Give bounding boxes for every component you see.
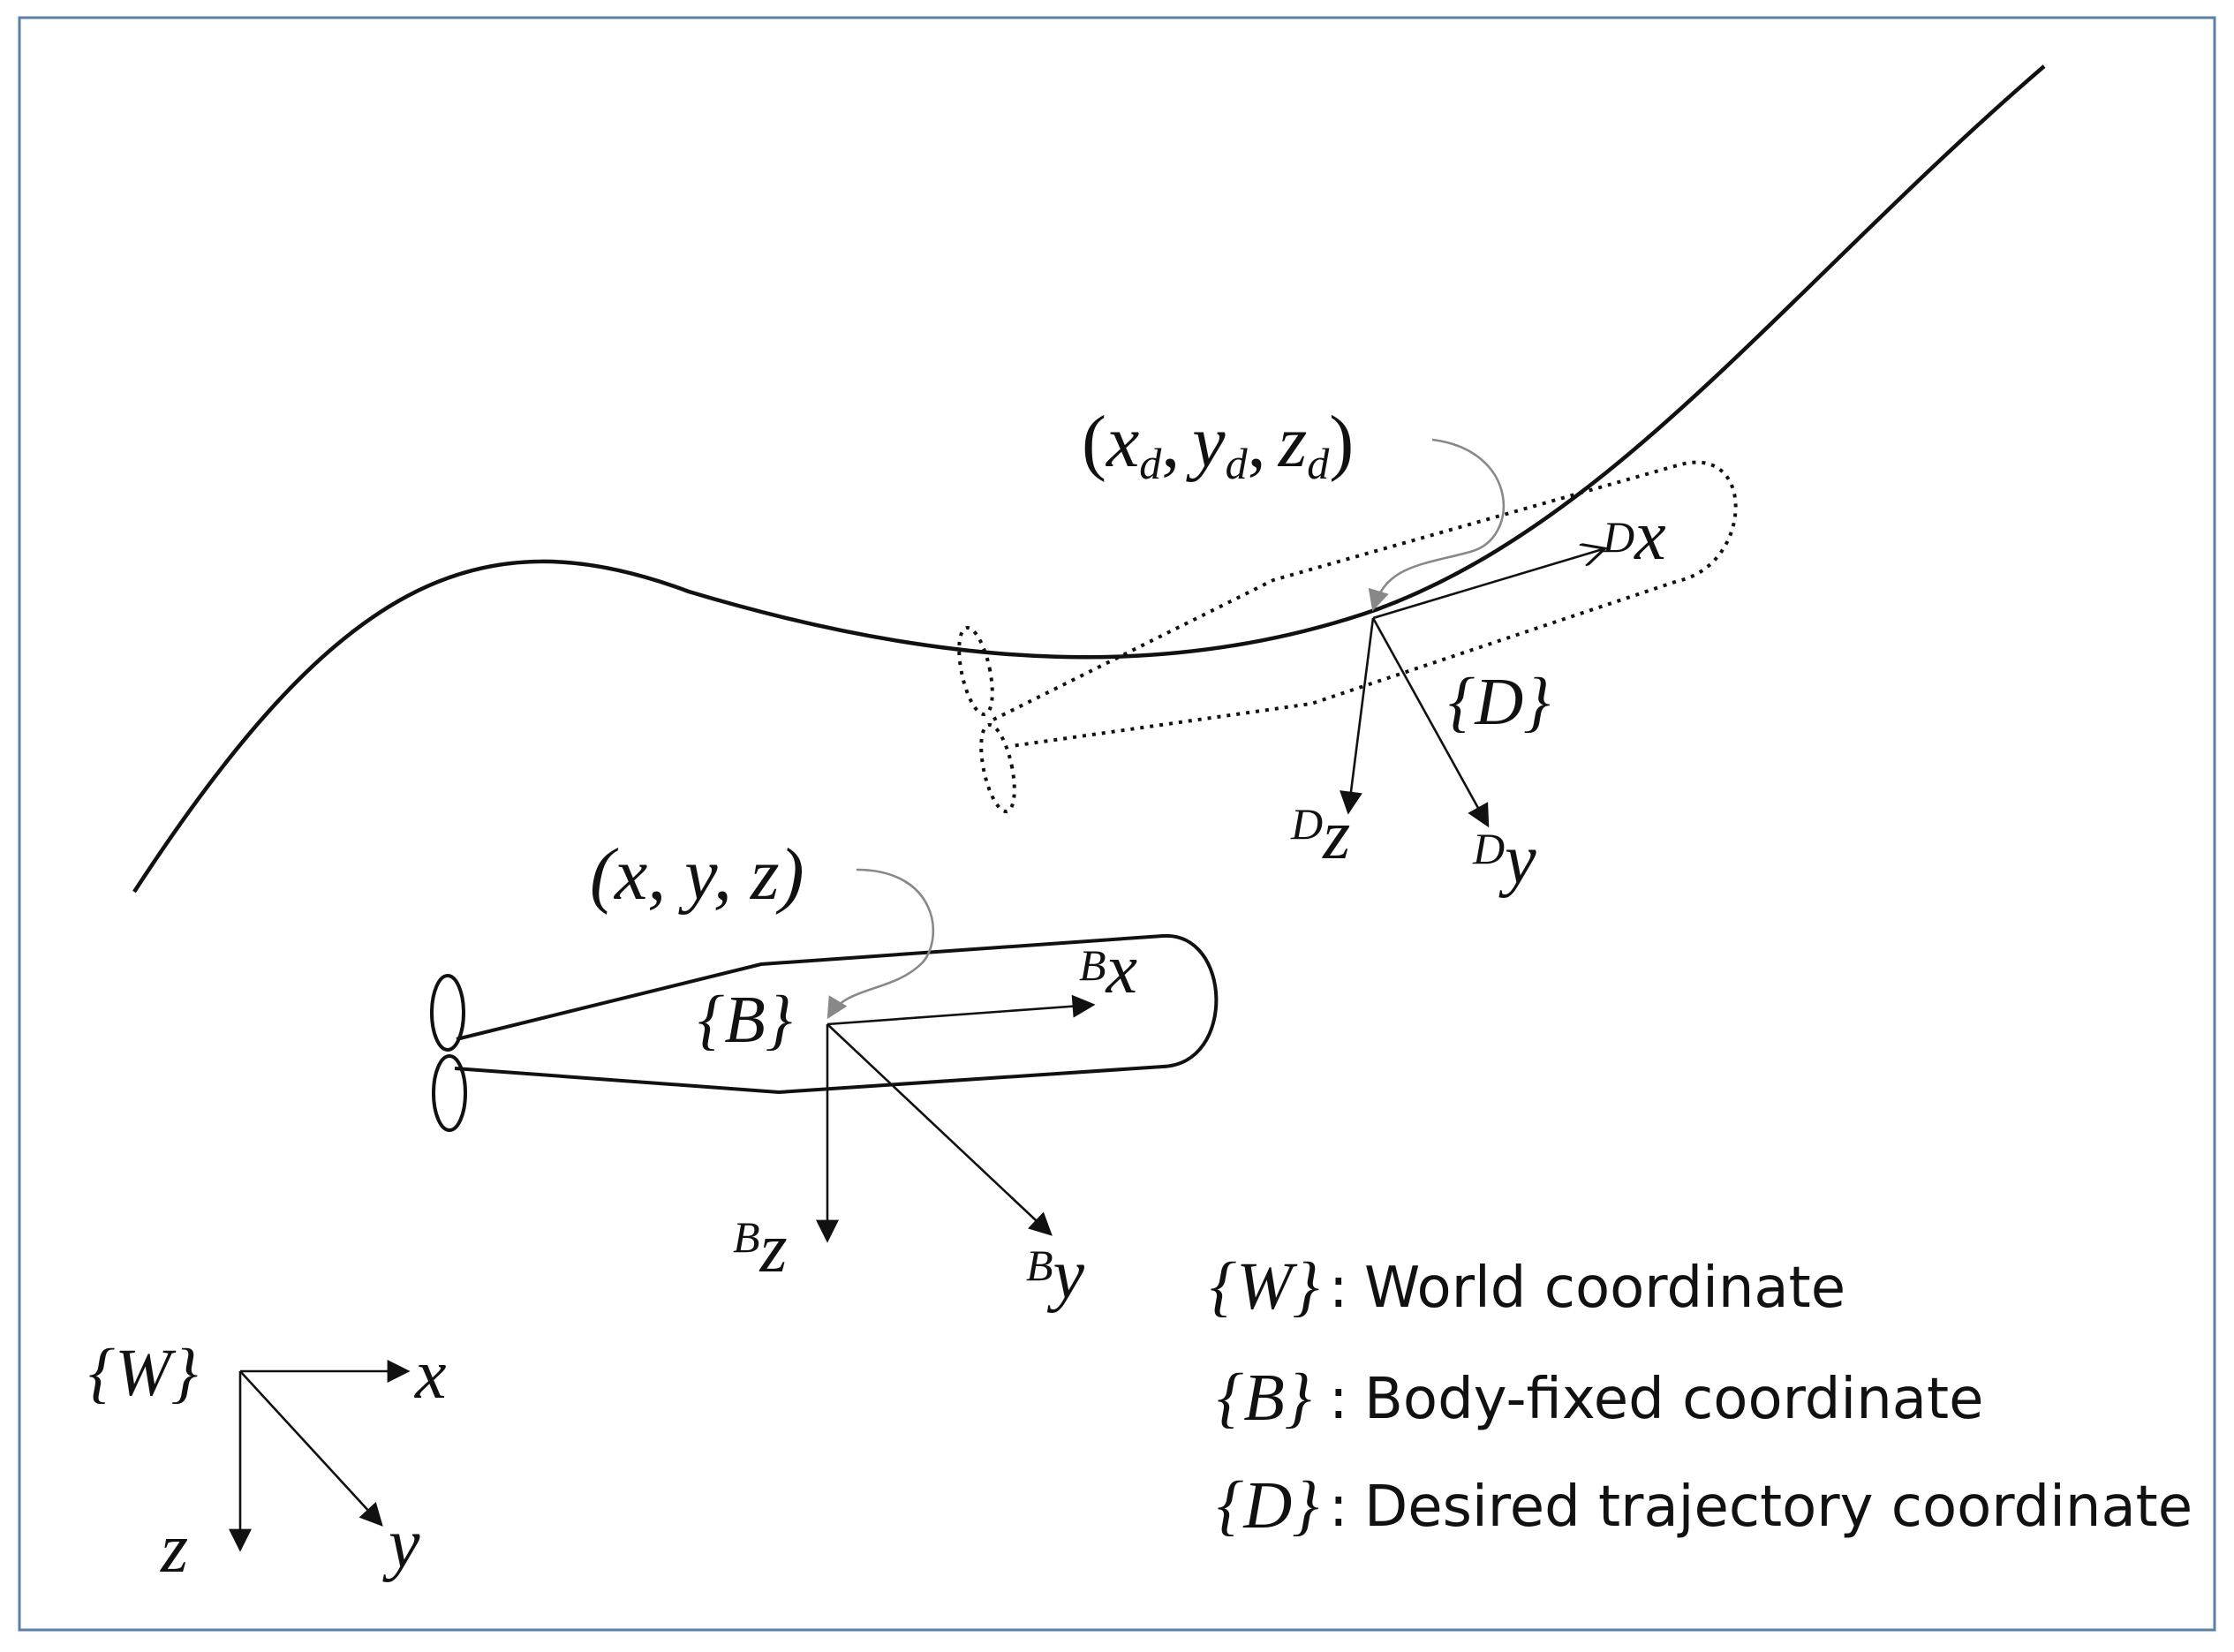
- B-frame-label: {B}: [698, 983, 792, 1057]
- W-x-label: x: [414, 1336, 447, 1414]
- legend-text: Body-fixed coordinate: [1364, 1367, 1983, 1432]
- legend-item-desired: {D} : Desired trajectory coordinate: [1217, 1468, 2192, 1543]
- W-frame-label: {W}: [88, 1336, 198, 1410]
- D-z-label: Dz: [1290, 796, 1350, 874]
- legend-symbol: {B}: [1217, 1361, 1311, 1435]
- B-y-axis-arrow: [826, 1023, 1053, 1236]
- legend-text: Desired trajectory coordinate: [1364, 1475, 2192, 1540]
- legend-symbol: {W}: [1210, 1249, 1319, 1324]
- figure-border: [18, 16, 2216, 1632]
- legend: {W} : World coordinate {B} : Body-fixed …: [1210, 1249, 2192, 1543]
- body-point-label: (x, y, z): [590, 834, 804, 916]
- W-y-label: y: [382, 1505, 420, 1583]
- desired-point-pointer: [1368, 438, 1506, 612]
- B-x-label: Bx: [1079, 931, 1137, 1008]
- B-y-label: By: [1026, 1236, 1085, 1314]
- D-z-axis-arrow: [1340, 617, 1375, 815]
- body-vehicle-outline: [430, 933, 1219, 1132]
- W-y-axis-arrow: [239, 1370, 383, 1527]
- legend-item-world: {W} : World coordinate: [1210, 1249, 1845, 1324]
- D-y-axis-arrow: [1371, 617, 1490, 828]
- legend-separator: :: [1329, 1367, 1348, 1432]
- legend-separator: :: [1329, 1256, 1348, 1321]
- B-z-label: Bz: [733, 1210, 788, 1287]
- D-y-label: Dy: [1472, 821, 1536, 899]
- W-z-label: z: [160, 1510, 188, 1588]
- legend-text: World coordinate: [1364, 1256, 1845, 1321]
- body-point-pointer: [826, 868, 934, 1020]
- D-frame-label: {D}: [1448, 665, 1551, 739]
- D-x-axis-arrow: [1372, 549, 1603, 620]
- D-x-label: Dx: [1602, 497, 1666, 575]
- legend-separator: :: [1329, 1475, 1348, 1540]
- legend-item-body: {B} : Body-fixed coordinate: [1217, 1361, 1983, 1435]
- desired-trajectory-curve: [132, 64, 2046, 894]
- desired-vehicle-outline: [957, 460, 1738, 814]
- legend-symbol: {D}: [1217, 1468, 1319, 1543]
- desired-point-label: (xd,yd,zd): [1082, 401, 1354, 488]
- B-x-axis-arrow: [826, 994, 1096, 1026]
